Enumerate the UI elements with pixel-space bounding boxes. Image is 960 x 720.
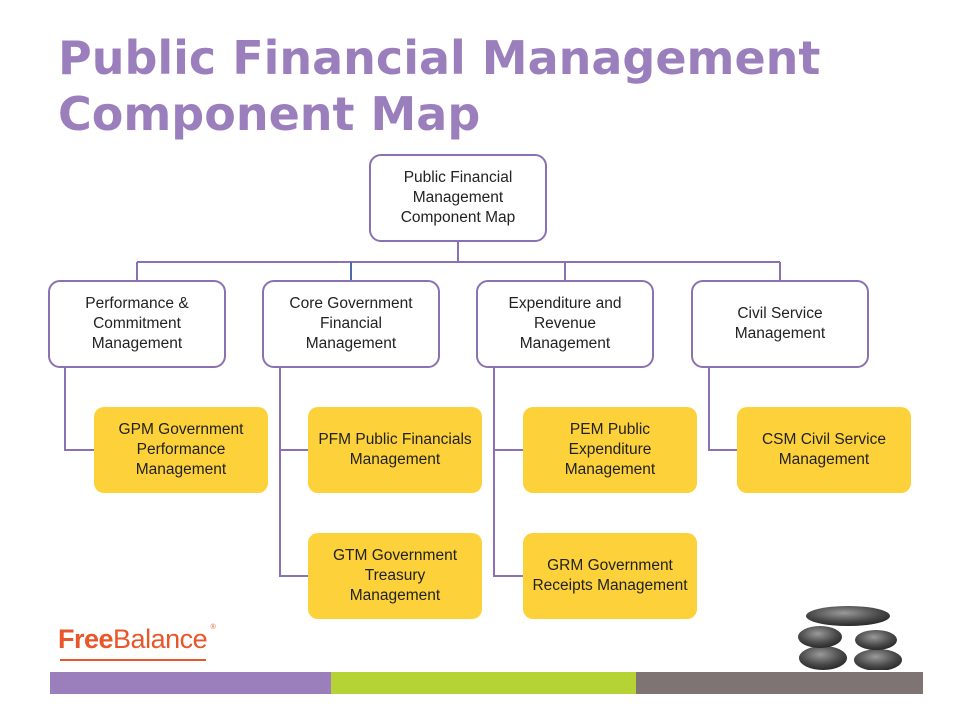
logo-registered-mark: ® [210, 624, 216, 631]
title-line-2: Component Map [58, 87, 481, 141]
component-pfm: PFM Public Financials Management [308, 407, 482, 493]
component-gpm: GPM Government Performance Management [94, 407, 268, 493]
footer-band-gray [636, 672, 923, 694]
component-pem: PEM Public Expenditure Management [523, 407, 697, 493]
connector-gpm [64, 368, 95, 451]
root-node-label: Public Financial Management Component Ma… [400, 169, 516, 226]
group-label: Civil Service Management [734, 305, 826, 342]
root-node: Public Financial Management Component Ma… [369, 154, 547, 242]
group-core-government-financial: Core Government Financial Management [262, 280, 440, 368]
connector-grm [493, 368, 523, 577]
component-label: GRM Government Receipts Management [532, 557, 688, 594]
logo-free-text: Free [58, 624, 114, 654]
footer-band-green [331, 672, 636, 694]
group-label: Core Government Financial Management [289, 295, 413, 352]
component-csm: CSM Civil Service Management [737, 407, 911, 493]
title-line-1: Public Financial Management [58, 31, 821, 85]
component-label: PFM Public Financials Management [318, 431, 472, 468]
group-expenditure-revenue: Expenditure and Revenue Management [476, 280, 654, 368]
group-performance-commitment: Performance & Commitment Management [48, 280, 226, 368]
component-grm: GRM Government Receipts Management [523, 533, 697, 619]
footer-band-purple [50, 672, 331, 694]
component-label: GTM Government Treasury Management [332, 547, 458, 604]
stacked-stones-icon [798, 606, 902, 670]
component-gtm: GTM Government Treasury Management [308, 533, 482, 619]
component-label: PEM Public Expenditure Management [564, 421, 656, 478]
group-civil-service: Civil Service Management [691, 280, 869, 368]
group-label: Performance & Commitment Management [85, 295, 189, 352]
freebalance-logo: FreeBalance® [58, 624, 216, 655]
connector-gtm [279, 368, 308, 577]
page-title: Public Financial Management Component Ma… [58, 30, 918, 142]
component-label: CSM Civil Service Management [761, 431, 886, 468]
connector-csm [708, 368, 737, 451]
group-label: Expenditure and Revenue Management [508, 295, 622, 352]
component-label: GPM Government Performance Management [118, 421, 244, 478]
logo-underline [60, 659, 206, 661]
logo-balance-text: Balance [113, 624, 208, 654]
